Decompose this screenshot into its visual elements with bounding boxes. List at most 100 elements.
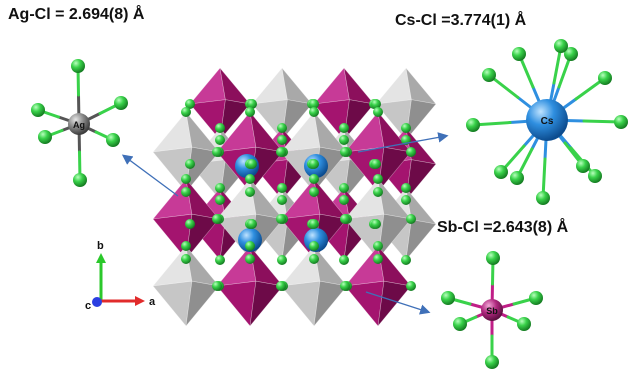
cl-atom	[276, 147, 286, 157]
ag-coordination-cluster: Ag	[31, 59, 128, 187]
cl-atom	[71, 59, 85, 73]
cl-atom	[212, 147, 222, 157]
sb-octahedron	[216, 244, 284, 327]
cl-atom	[339, 135, 349, 145]
sb-atom	[481, 299, 503, 321]
sb-coordination-cluster: Sb	[441, 251, 543, 369]
cl-atom	[215, 195, 225, 205]
axis-c-marker	[92, 297, 102, 307]
ag-atom-label: Ag	[73, 120, 85, 130]
cl-atom	[247, 99, 257, 109]
cl-atom	[181, 187, 191, 197]
cl-atom	[453, 317, 467, 331]
cl-atom	[588, 169, 602, 183]
cl-atom	[185, 99, 195, 109]
cl-atom	[277, 183, 287, 193]
cl-atom	[614, 115, 628, 129]
cl-atom	[510, 171, 524, 185]
cl-atom	[114, 96, 128, 110]
cl-atom	[245, 187, 255, 197]
cl-atom	[38, 130, 52, 144]
cl-atom	[494, 165, 508, 179]
lattice-axes: bac	[85, 240, 156, 312]
cl-atom	[340, 147, 350, 157]
cl-atom	[212, 214, 222, 224]
axis-b-label: b	[97, 240, 104, 252]
cl-atom	[309, 174, 319, 184]
cl-atom	[31, 103, 45, 117]
cl-atom	[215, 255, 225, 265]
cl-atom	[536, 191, 550, 205]
sb-atom-label: Sb	[486, 306, 498, 316]
ag-octahedron	[344, 177, 412, 260]
cl-atom	[277, 195, 287, 205]
cl-atom	[401, 183, 411, 193]
cl-atom	[245, 107, 255, 117]
cl-atom	[371, 159, 381, 169]
cs-cl-bond-label: Cs-Cl =3.774(1) Å	[395, 12, 527, 29]
cl-atom	[309, 254, 319, 264]
cl-atom	[106, 133, 120, 147]
cl-atom	[466, 118, 480, 132]
cl-atom	[215, 183, 225, 193]
cl-atom	[181, 174, 191, 184]
cl-atom	[339, 195, 349, 205]
perovskite-lattice	[152, 66, 437, 327]
pointer-arrows	[121, 132, 449, 315]
cl-atom	[212, 281, 222, 291]
cl-atom	[401, 195, 411, 205]
ag-octahedron	[280, 244, 348, 327]
cl-atom	[340, 281, 350, 291]
cl-atom	[373, 254, 383, 264]
sb-octahedron	[280, 177, 348, 260]
cl-atom	[309, 159, 319, 169]
arrow-to-cs	[357, 132, 449, 153]
ag-octahedron	[152, 110, 220, 193]
cl-atom	[245, 174, 255, 184]
cl-atom	[373, 107, 383, 117]
cl-atom	[529, 291, 543, 305]
sb-octahedron	[344, 244, 412, 327]
cl-atom	[309, 241, 319, 251]
cl-atom	[245, 241, 255, 251]
cl-atom	[406, 281, 416, 291]
axis-a-head	[135, 296, 145, 306]
axis-b-head	[96, 253, 106, 263]
cl-atom	[517, 317, 531, 331]
cl-atom	[309, 99, 319, 109]
ag-atom	[68, 113, 90, 135]
cl-atom	[185, 159, 195, 169]
cl-atom	[486, 251, 500, 265]
cl-atom	[340, 214, 350, 224]
cl-atom	[564, 47, 578, 61]
cl-atom	[277, 123, 287, 133]
cl-atom	[401, 123, 411, 133]
cl-atom	[181, 241, 191, 251]
cl-atom	[485, 355, 499, 369]
cl-atom	[406, 147, 416, 157]
ag-cl-bond-label: Ag-Cl = 2.694(8) Å	[8, 6, 145, 23]
cl-atom	[215, 123, 225, 133]
cl-atom	[482, 68, 496, 82]
cs-atom	[238, 228, 262, 252]
cl-atom	[245, 254, 255, 264]
cl-atom	[576, 159, 590, 173]
cl-atom	[371, 99, 381, 109]
cl-atom	[371, 219, 381, 229]
cs-atom-label: Cs	[541, 116, 554, 127]
cl-atom	[373, 187, 383, 197]
cl-atom	[276, 214, 286, 224]
cl-atom	[309, 187, 319, 197]
cl-atom	[73, 173, 87, 187]
cl-atom	[406, 214, 416, 224]
cl-atom	[401, 255, 411, 265]
cl-atom	[598, 71, 612, 85]
cl-atom	[373, 174, 383, 184]
cl-atom	[339, 123, 349, 133]
cs-atom	[526, 99, 568, 141]
cl-atom	[181, 254, 191, 264]
cs-coordination-cluster: Cs	[466, 39, 628, 205]
cl-atom	[185, 219, 195, 229]
cl-atom	[309, 107, 319, 117]
